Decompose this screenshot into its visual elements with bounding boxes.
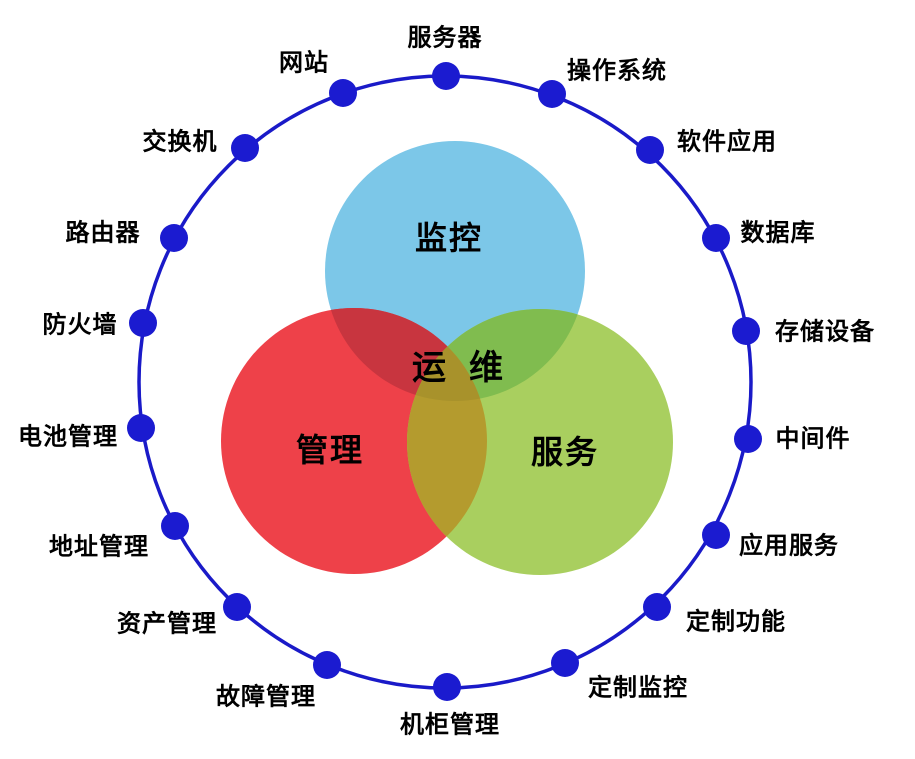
overlap-management-monitoring	[325, 308, 487, 401]
ring-node-dot-17	[329, 79, 357, 107]
overlap-service-monitoring	[407, 309, 585, 401]
ring-node-label-13: 电池管理	[18, 423, 118, 451]
ring-node-dot-10	[313, 651, 341, 679]
ring-node-label-1: 操作系统	[567, 57, 667, 85]
ring-node-dot-11	[223, 593, 251, 621]
ring-node-dot-15	[160, 224, 188, 252]
ring-node-label-4: 存储设备	[775, 318, 875, 346]
ring-node-dot-16	[231, 134, 259, 162]
circle-label-management: 管理	[296, 432, 364, 468]
center-text-right: 维	[469, 349, 503, 387]
ring-node-label-10: 故障管理	[216, 683, 316, 711]
circle-label-monitoring: 监控	[415, 220, 483, 256]
ring-node-dot-0	[432, 62, 460, 90]
ring-node-dot-9	[433, 673, 461, 701]
ring-node-label-8: 定制监控	[588, 674, 688, 702]
ring-node-dot-7	[643, 593, 671, 621]
ring-node-dot-12	[161, 512, 189, 540]
ring-node-label-7: 定制功能	[686, 608, 786, 636]
ring-node-dot-2	[636, 136, 664, 164]
ring-node-dot-8	[551, 649, 579, 677]
ring-node-label-3: 数据库	[741, 220, 816, 247]
center-text-left: 运	[412, 349, 446, 387]
ring-node-label-17: 网站	[279, 50, 329, 77]
ring-node-label-9: 机柜管理	[400, 711, 500, 739]
ring-node-label-11: 资产管理	[117, 610, 217, 638]
ring-node-dot-6	[702, 521, 730, 549]
circle-label-service: 服务	[531, 434, 599, 470]
ring-node-label-5: 中间件	[776, 426, 851, 453]
ring-node-dot-5	[734, 425, 762, 453]
ring-node-label-0: 服务器	[408, 24, 483, 52]
ring-node-label-2: 软件应用	[677, 128, 777, 156]
ring-node-dot-3	[702, 224, 730, 252]
ring-node-label-14: 防火墙	[43, 311, 118, 339]
ring-node-dot-13	[127, 414, 155, 442]
ring-node-label-12: 地址管理	[49, 533, 149, 561]
ring-node-dot-14	[129, 309, 157, 337]
ring-node-dot-4	[732, 317, 760, 345]
ring-node-label-6: 应用服务	[739, 532, 839, 560]
ring-node-label-15: 路由器	[66, 219, 141, 247]
ring-node-label-16: 交换机	[143, 128, 218, 156]
ring-node-dot-1	[538, 80, 566, 108]
